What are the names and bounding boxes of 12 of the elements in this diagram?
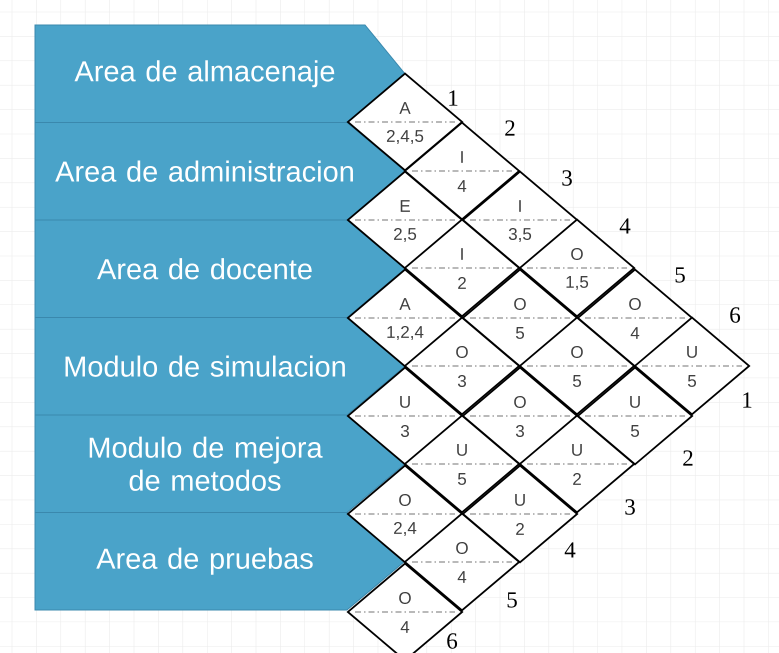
- row-number: 6: [447, 633, 458, 649]
- row-number: 4: [620, 218, 630, 234]
- row-number: 1: [743, 392, 752, 408]
- row-number: 3: [562, 170, 572, 186]
- row-number: 4: [564, 542, 576, 558]
- row-number: 3: [625, 499, 635, 515]
- row-number: 5: [508, 592, 517, 608]
- row-number: 1: [449, 90, 458, 106]
- row-number: 5: [676, 267, 685, 283]
- row-number: 2: [683, 450, 692, 466]
- row-number: 2: [505, 120, 514, 136]
- node-label: 4: [400, 621, 410, 633]
